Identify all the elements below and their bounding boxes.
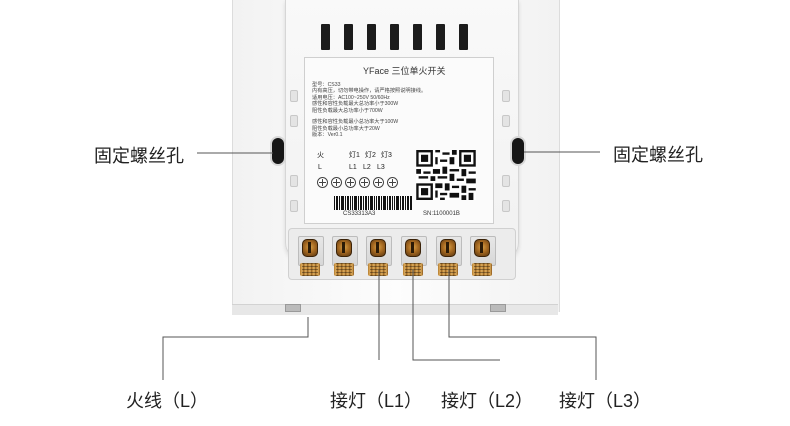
terminal-extra (401, 236, 427, 278)
screw-terminal-icon (345, 177, 356, 188)
terminal-code-l1: L1 (349, 164, 357, 171)
label-spec-line: 感性和容性负载最小总功率大于100W (312, 119, 399, 125)
terminal-code-l3: L3 (377, 164, 385, 171)
terminal-header-lamp1: 灯1 (349, 152, 360, 159)
mounting-rail (490, 304, 506, 312)
terminal-l2 (436, 236, 462, 278)
terminal-l1 (366, 236, 392, 278)
terminal-code-live: L (318, 164, 322, 171)
left-hole-label: 固定螺丝孔 (94, 146, 184, 166)
label-spec-line: 内有高压，切勿带电操作，请严格按照说明接线。 (312, 88, 427, 94)
label-brand: YFace 三位单火开关 (363, 66, 446, 76)
side-tab (502, 175, 510, 187)
mounting-rail (285, 304, 301, 312)
terminal-code-l2: L2 (363, 164, 371, 171)
label-spec-line: 感性和容性负载最大总功率小于300W (312, 101, 399, 107)
screw-terminal-icon (359, 177, 370, 188)
barcode-text: CS33313A3 (343, 211, 376, 217)
qr-code (416, 150, 476, 200)
vent-slot (321, 24, 330, 50)
screw-terminal-icon (317, 177, 328, 188)
lamp-l3-label: 接灯（L3） (559, 391, 652, 411)
vent-slot (459, 24, 468, 50)
vent-slot (344, 24, 353, 50)
terminal-live (298, 236, 324, 278)
terminal-neutral (332, 236, 358, 278)
vent-slot (436, 24, 445, 50)
vent-slot (390, 24, 399, 50)
right-mounting-hole (512, 138, 524, 164)
lamp-l2-label: 接灯（L2） (441, 391, 534, 411)
side-tab (290, 115, 298, 127)
terminal-header-live: 火 (317, 152, 324, 159)
label-spec-line: 型号：CS33 (312, 82, 341, 88)
screw-terminal-icon (373, 177, 384, 188)
side-tab (290, 175, 298, 187)
serial-number: SN:1100001B (423, 211, 460, 217)
terminal-header-lamp2: 灯2 (365, 152, 376, 159)
left-mounting-hole (272, 138, 284, 164)
side-tab (290, 200, 298, 212)
right-hole-label: 固定螺丝孔 (613, 145, 703, 165)
side-tab (502, 200, 510, 212)
vent-slot (413, 24, 422, 50)
lamp-l1-label: 接灯（L1） (330, 391, 423, 411)
side-tab (502, 90, 510, 102)
label-spec-line: 适用电压：AC100~250V 50/60Hz (312, 95, 390, 101)
side-tab (290, 90, 298, 102)
terminal-l3 (470, 236, 496, 278)
side-tab (502, 115, 510, 127)
plate-bottom-edge (232, 304, 558, 315)
screw-terminal-icon (387, 177, 398, 188)
label-spec-line: 阻性负载最大总功率小于700W (312, 108, 383, 114)
live-wire-label: 火线（L） (126, 391, 209, 411)
label-spec-line: 阻性负载最小总功率大于20W (312, 126, 380, 132)
screw-terminal-icon (331, 177, 342, 188)
label-spec-line: 版本：Ver0.1 (312, 132, 343, 138)
terminal-header-lamp3: 灯3 (381, 152, 392, 159)
vent-slot (367, 24, 376, 50)
barcode (334, 196, 412, 210)
